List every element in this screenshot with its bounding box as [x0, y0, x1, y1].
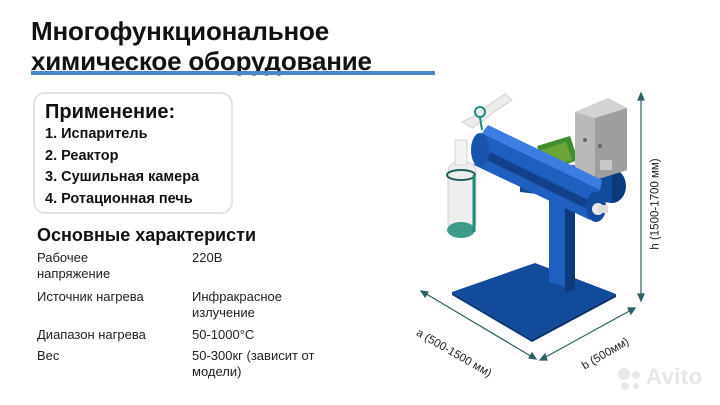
spec-value: 220В [192, 250, 223, 265]
title-line-1: Многофункциональное [31, 16, 329, 46]
spec-key: Диапазон нагрева [37, 327, 146, 342]
spec-key: Источник нагрева [37, 289, 144, 304]
avito-watermark: Avito [646, 364, 703, 389]
application-heading: Применение: [45, 101, 176, 123]
title-underline [31, 71, 435, 75]
spec-key: Вес [37, 348, 60, 363]
dimension-h-label: h (1500-1700 мм) [649, 158, 662, 250]
page-title: Многофункциональное химическое оборудова… [31, 16, 372, 76]
application-item: 3. Сушильная камера [45, 169, 200, 185]
equipment-illustration [419, 91, 645, 361]
spec-value: 50-1000°С [192, 327, 255, 342]
spec-value: 50-300кг (зависит от модели) [192, 348, 315, 379]
avito-logo-icon [618, 368, 640, 390]
dimension-b-arrow [541, 308, 634, 360]
specs-title: Основные характеристи [37, 225, 257, 245]
application-item: 4. Ротационная печь [45, 190, 193, 207]
application-item: 2. Реактор [45, 147, 119, 164]
application-item: 1. Испаритель [45, 126, 148, 142]
spec-key: Рабочее напряжение [37, 250, 111, 281]
glass-condenser [460, 93, 513, 129]
spec-value: Инфракрасное излучение [192, 289, 282, 320]
base-plate [452, 263, 616, 339]
application-card: Применение: 1. Испаритель 2. Реактор 3. … [33, 92, 233, 214]
dimension-a-arrow [422, 291, 535, 359]
